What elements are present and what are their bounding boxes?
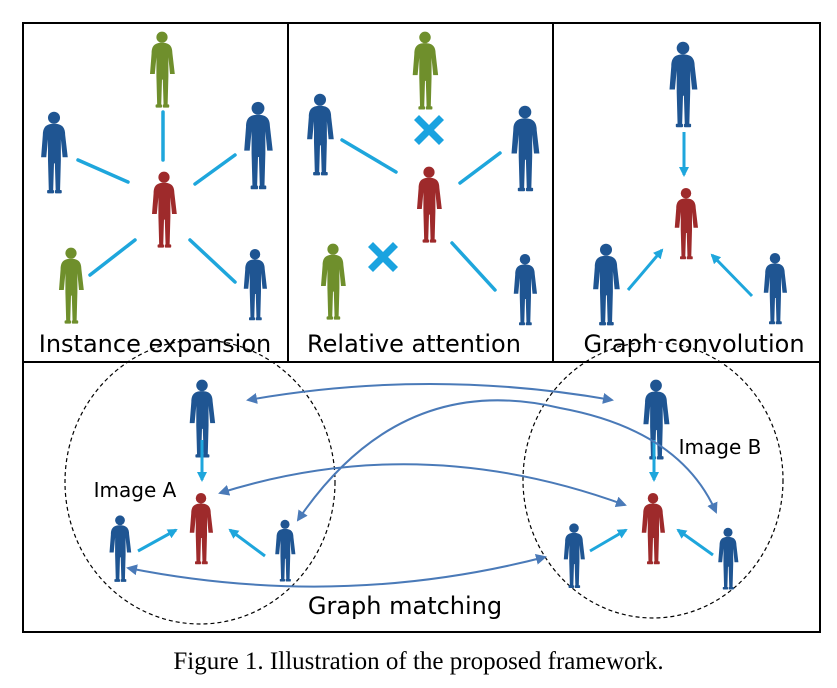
panel-graph-matching: Image A Image B Graph matching [64,339,784,625]
person-silhouette-icon [513,254,537,326]
panel-graph-convolution: Graph convolution [583,41,805,358]
person-silhouette-icon [275,519,296,582]
person-silhouette-icon [150,31,175,108]
person-silhouette-icon [763,253,787,325]
arrow-icon [626,248,664,291]
arrow-icon [710,253,754,298]
figure-caption: Figure 1. Illustration of the proposed f… [173,648,664,675]
person-silhouette-icon [669,41,698,128]
person-silhouette-icon [641,493,665,565]
person-silhouette-icon [109,515,132,582]
person-silhouette-icon [593,243,620,326]
label-image-b: Image B [679,435,762,459]
person-silhouette-icon [718,527,739,590]
person-silhouette-icon [243,249,267,321]
match-arrow-cross [296,399,718,522]
label-image-a: Image A [94,478,177,502]
person-silhouette-icon [307,93,334,176]
match-arrow-bottom [126,553,547,588]
person-silhouette-icon [321,243,346,320]
match-arrow-center [218,463,627,508]
person-silhouette-icon [643,379,670,460]
panel-relative-attention: Relative attention [307,31,540,358]
person-silhouette-icon [511,105,540,192]
panel-instance-expansion: Instance expansion [39,31,273,358]
arrow-icon [676,528,714,557]
cross-icon [368,242,398,272]
arrow-icon [228,528,266,558]
framework-figure: Instance expansion Relative attention Gr… [22,22,821,633]
person-silhouette-icon [152,171,177,248]
person-silhouette-icon [412,31,439,110]
panel-frame-bottom [22,361,821,633]
graph-circle-image-a [64,339,336,625]
person-silhouette-icon [563,523,585,588]
panel-label-instance-expansion: Instance expansion [39,330,271,358]
person-silhouette-icon [41,111,68,194]
cross-icon [414,115,444,145]
graph-circle-image-b [522,341,784,619]
panel-label-relative-attention: Relative attention [307,330,521,358]
panel-label-graph-convolution: Graph convolution [583,330,804,358]
person-silhouette-icon [189,493,213,565]
person-silhouette-icon [674,188,698,260]
person-silhouette-icon [59,247,84,324]
arrow-icon [137,528,178,553]
arrow-icon [589,528,628,553]
person-silhouette-icon [417,166,442,243]
match-arrow-top [246,383,614,404]
person-silhouette-icon [244,101,273,190]
panel-label-graph-matching: Graph matching [308,592,502,620]
